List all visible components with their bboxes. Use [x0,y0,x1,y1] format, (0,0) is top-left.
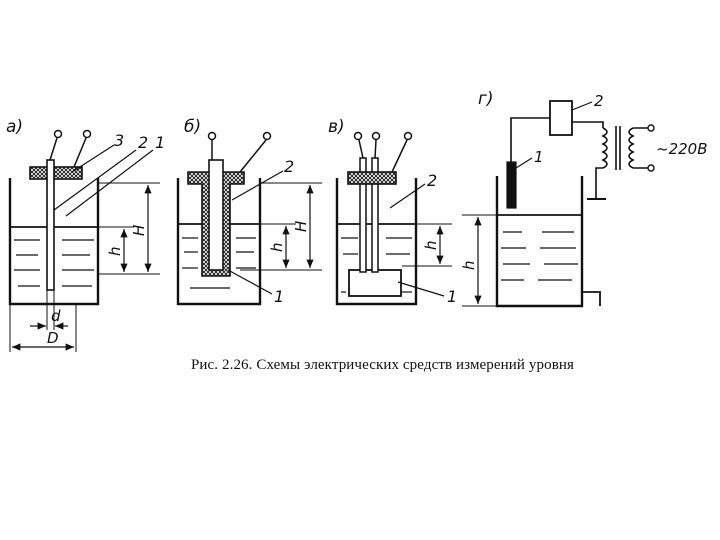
panel-v: в) 2 1 h [328,117,457,306]
panel-g-h-label: h [460,260,478,270]
panel-b-terminal-1 [207,131,217,141]
panel-a-terminal-1 [53,129,63,139]
panel-b-h-label: h [268,242,286,252]
panel-v-terminal-1 [353,131,363,141]
panel-g-transformer-secondary [628,127,635,169]
panel-a-label-3: 3 [114,131,124,150]
panel-a-insulator [29,166,83,180]
panel-g-supply-terminal-2 [647,164,655,172]
panel-v-terminal-3 [403,131,413,141]
panel-a-d-label: d [51,307,61,325]
panel-g-transformer-primary [601,127,608,169]
panel-v-label-1: 1 [447,287,457,306]
panel-g-supply-label: ~220В [656,140,708,158]
panel-g-liquid [497,214,582,281]
panel-v-letter: в) [328,117,345,137]
panel-g-label-2: 2 [594,92,604,110]
panel-g: г) 1 2 ~220В [460,89,708,308]
panel-a: а) 3 2 1 [6,117,165,352]
panel-a-electrode [46,159,55,291]
panel-a-letter: а) [6,117,23,137]
panel-b-letter: б) [184,117,201,137]
panel-v-float [348,269,402,297]
panel-a-H-label: H [130,225,148,236]
panel-b-terminal-2 [262,131,272,141]
panel-a-D-label: D [47,329,59,347]
panel-b: б) 2 1 h H [176,117,322,306]
panel-g-outlet [582,291,601,306]
panel-a-terminal-2 [82,129,92,139]
panel-b-H-label: H [292,221,310,232]
panel-g-wire [510,117,550,162]
panel-g-sensor [506,161,517,209]
panel-b-label-1: 1 [274,287,284,306]
panel-v-terminal-2 [371,131,381,141]
panel-a-label-1: 1 [155,133,165,152]
panel-v-insulator [347,171,397,185]
panel-b-label-2: 2 [284,157,294,176]
panel-v-label-2: 2 [427,171,437,190]
panel-g-relay [549,100,573,136]
panel-g-label-1: 1 [534,148,544,166]
panel-v-liquid [337,223,416,293]
figure-caption: Рис. 2.26. Схемы электрических средств и… [190,357,575,373]
panel-g-supply-terminal-1 [647,124,655,132]
panel-v-h-label: h [422,240,440,250]
panel-v-vessel [335,178,418,306]
panel-a-label-2: 2 [138,133,148,152]
panel-a-liquid [10,226,98,287]
panel-g-vessel [495,176,584,308]
panel-a-h-label: h [106,246,124,256]
panel-g-letter: г) [478,89,494,109]
panel-b-vessel [176,178,262,306]
